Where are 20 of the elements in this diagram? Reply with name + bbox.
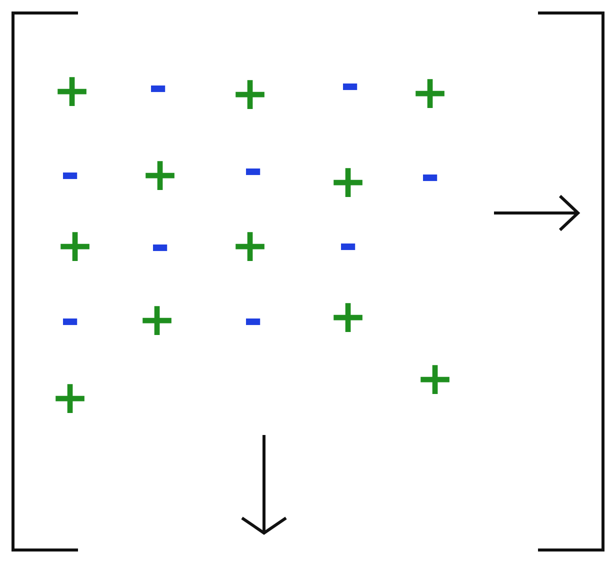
sign-symbol: + — [52, 67, 92, 113]
sign-symbol: + — [138, 296, 176, 342]
sign-symbol: + — [230, 222, 270, 268]
sign-symbol: + — [50, 374, 90, 420]
sign-symbol: - — [243, 296, 263, 342]
sign-symbol: + — [230, 70, 270, 116]
sign-symbol: + — [328, 158, 368, 204]
sign-symbol: - — [243, 146, 263, 192]
sign-symbol: - — [420, 152, 440, 198]
sign-symbol: - — [338, 221, 358, 267]
sign-symbol: + — [416, 355, 454, 401]
sign-symbol: + — [410, 69, 450, 115]
sign-symbol: - — [340, 61, 360, 107]
sign-symbol: + — [56, 222, 94, 268]
sign-symbol: - — [60, 296, 80, 342]
sign-symbol: - — [148, 63, 168, 109]
sign-symbol: + — [140, 151, 180, 197]
sign-symbol: - — [60, 150, 80, 196]
sign-symbol: - — [150, 222, 170, 268]
sign-symbol: + — [328, 293, 368, 339]
